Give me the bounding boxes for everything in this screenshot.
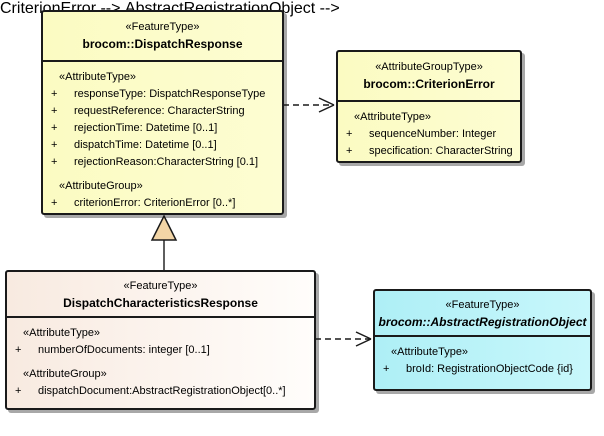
- attribute-text: dispatchTime: Datetime [0..1]: [74, 139, 217, 151]
- visibility-public: +: [383, 363, 390, 375]
- visibility-public: +: [51, 88, 58, 100]
- stereotype-label: «FeatureType»: [445, 299, 520, 311]
- visibility-public: +: [51, 122, 58, 134]
- visibility-public: +: [346, 128, 353, 140]
- class-name: brocom::DispatchResponse: [82, 37, 243, 51]
- attribute-compartment: «AttributeType» + numberOfDocuments: int…: [7, 318, 314, 400]
- attribute-compartment: «AttributeType» + broId: RegistrationObj…: [375, 337, 590, 378]
- class-name: brocom::AbstractRegistrationObject: [378, 315, 587, 329]
- section-label: «AttributeType»: [59, 71, 137, 83]
- class-header: «FeatureType» DispatchCharacteristicsRes…: [7, 272, 314, 318]
- section-label: «AttributeType»: [354, 111, 432, 123]
- attribute-row: + rejectionReason:CharacterString [0.1]: [43, 154, 282, 171]
- visibility-public: +: [346, 145, 353, 157]
- generalization-arrow[interactable]: [149, 214, 179, 272]
- attribute-text: sequenceNumber: Integer: [369, 128, 497, 140]
- attribute-text: requestReference: CharacterString: [74, 105, 245, 117]
- attribute-row: + specification: CharacterString: [338, 143, 520, 160]
- attribute-text: rejectionReason:CharacterString [0.1]: [74, 156, 259, 168]
- class-name: DispatchCharacteristicsResponse: [63, 296, 258, 310]
- attribute-text: rejectionTime: Datetime [0..1]: [74, 122, 218, 134]
- section-label: «AttributeType»: [391, 346, 469, 358]
- attribute-text: responseType: DispatchResponseType: [74, 88, 266, 100]
- visibility-public: +: [51, 105, 58, 117]
- attribute-compartment: «AttributeType» + sequenceNumber: Intege…: [338, 102, 520, 160]
- attribute-row: + dispatchDocument:AbstractRegistrationO…: [7, 383, 314, 400]
- section-label: «AttributeType»: [23, 327, 101, 339]
- class-header: «FeatureType» brocom::DispatchResponse: [43, 12, 282, 62]
- attribute-text: dispatchDocument:AbstractRegistrationObj…: [38, 385, 286, 397]
- class-header: «FeatureType» brocom::AbstractRegistrati…: [375, 291, 590, 337]
- attribute-row: + criterionError: CriterionError [0..*]: [43, 195, 282, 212]
- attribute-compartment: «AttributeType» + responseType: Dispatch…: [43, 62, 282, 212]
- class-box-criterion-error[interactable]: «AttributeGroupType» brocom::CriterionEr…: [336, 50, 522, 163]
- visibility-public: +: [51, 139, 58, 151]
- attribute-text: criterionError: CriterionError [0..*]: [74, 197, 236, 209]
- dependency-arrow-criterion-error[interactable]: [283, 95, 338, 115]
- stereotype-label: «FeatureType»: [125, 21, 200, 33]
- visibility-public: +: [15, 385, 22, 397]
- attribute-text: specification: CharacterString: [369, 145, 513, 157]
- dependency-arrow-abstract-registration-object[interactable]: [315, 329, 375, 349]
- section-label: «AttributeGroup»: [59, 180, 143, 192]
- visibility-public: +: [51, 197, 58, 209]
- attribute-text: numberOfDocuments: integer [0..1]: [38, 344, 210, 356]
- class-box-dispatch-response[interactable]: «FeatureType» brocom::DispatchResponse «…: [41, 10, 284, 215]
- class-box-dispatch-characteristics-response[interactable]: «FeatureType» DispatchCharacteristicsRes…: [5, 270, 316, 410]
- stereotype-label: «FeatureType»: [123, 280, 198, 292]
- attribute-row: + responseType: DispatchResponseType: [43, 86, 282, 103]
- attribute-row: + numberOfDocuments: integer [0..1]: [7, 342, 314, 359]
- attribute-row: + rejectionTime: Datetime [0..1]: [43, 120, 282, 137]
- attribute-row: + dispatchTime: Datetime [0..1]: [43, 137, 282, 154]
- attribute-row: + sequenceNumber: Integer: [338, 126, 520, 143]
- class-box-abstract-registration-object[interactable]: «FeatureType» brocom::AbstractRegistrati…: [373, 289, 592, 391]
- attribute-row: + broId: RegistrationObjectCode {id}: [375, 361, 590, 378]
- class-name: brocom::CriterionError: [363, 77, 495, 91]
- attribute-text: broId: RegistrationObjectCode {id}: [406, 363, 573, 375]
- attribute-row: + requestReference: CharacterString: [43, 103, 282, 120]
- stereotype-label: «AttributeGroupType»: [375, 61, 483, 73]
- visibility-public: +: [51, 156, 58, 168]
- class-header: «AttributeGroupType» brocom::CriterionEr…: [338, 52, 520, 102]
- section-label: «AttributeGroup»: [23, 368, 107, 380]
- visibility-public: +: [15, 344, 22, 356]
